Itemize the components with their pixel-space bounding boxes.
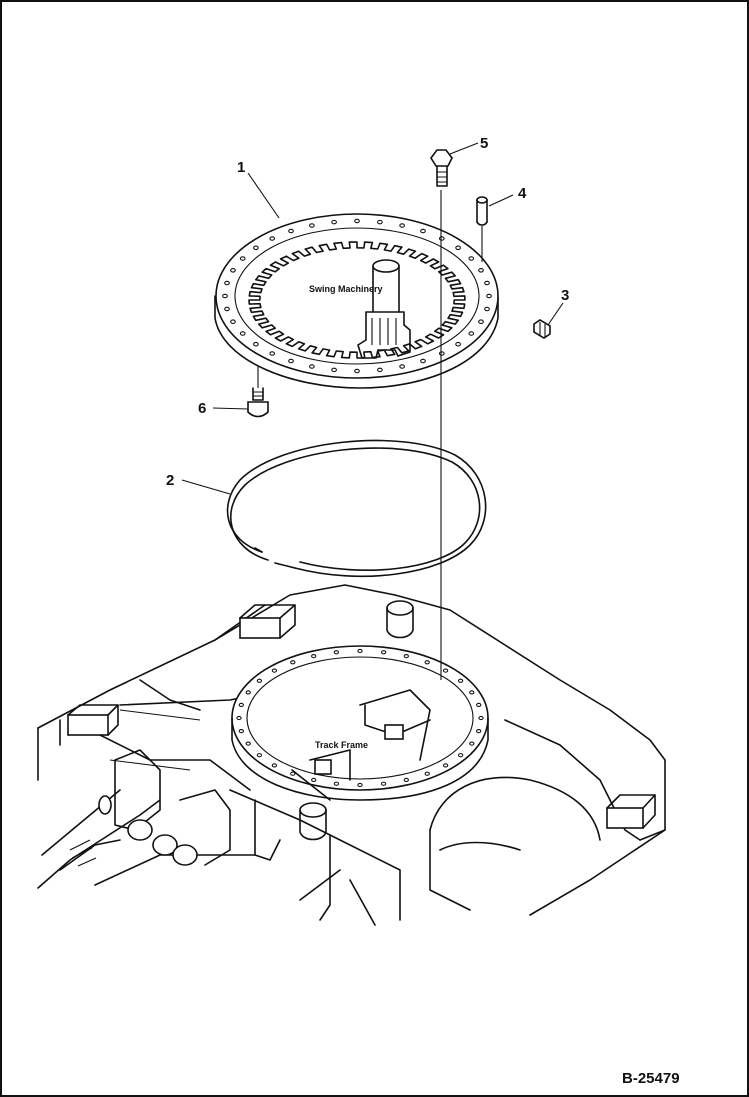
bolt-hole bbox=[484, 280, 490, 286]
leader-3 bbox=[547, 302, 564, 326]
callout-4: 4 bbox=[518, 185, 527, 202]
bolt-hole bbox=[256, 753, 263, 758]
seal-ring bbox=[226, 439, 487, 578]
bolt-hole bbox=[333, 650, 340, 655]
bolt-hole bbox=[354, 218, 360, 224]
bolt-hole bbox=[230, 268, 236, 273]
bolt-hole bbox=[457, 678, 464, 683]
bolt-hole bbox=[290, 660, 296, 665]
bolt-5 bbox=[430, 149, 453, 187]
bolt-hole bbox=[333, 781, 340, 786]
label-track-frame: Track Frame bbox=[315, 740, 368, 750]
swing-machinery-pinion bbox=[357, 259, 411, 359]
bolt-hole bbox=[256, 678, 263, 683]
frame-bolt-holes bbox=[236, 648, 484, 788]
bolt-hole bbox=[230, 319, 236, 324]
grease-fitting-3 bbox=[533, 319, 551, 339]
bolt-hole bbox=[224, 280, 230, 286]
bolt-hole bbox=[245, 741, 251, 746]
bolt-hole bbox=[269, 351, 276, 356]
bolt-hole bbox=[377, 219, 383, 225]
bolt-hole bbox=[239, 331, 246, 336]
bolt-hole bbox=[399, 364, 405, 369]
bolt-hole bbox=[311, 653, 317, 659]
bolt-hole bbox=[399, 223, 405, 228]
bolt-hole bbox=[269, 236, 276, 241]
bolt-hole bbox=[357, 782, 363, 788]
bolt-hole bbox=[311, 777, 317, 783]
bolt-hole bbox=[224, 306, 230, 312]
bolt-hole bbox=[442, 668, 449, 673]
bolt-hole bbox=[469, 741, 475, 746]
bolt-hole bbox=[238, 702, 244, 708]
bolt-hole bbox=[377, 367, 383, 373]
bolt-hole bbox=[238, 728, 244, 734]
bolt-hole bbox=[478, 319, 484, 324]
bolt-hole bbox=[420, 228, 426, 234]
bolt-hole bbox=[354, 368, 360, 374]
bolt-hole bbox=[478, 715, 484, 721]
bolt-hole bbox=[288, 228, 294, 234]
label-swing-machinery: Swing Machinery bbox=[309, 284, 383, 294]
leader-1 bbox=[247, 172, 280, 219]
bolt-6 bbox=[247, 387, 269, 418]
leader-6 bbox=[212, 407, 249, 410]
bolt-hole bbox=[420, 358, 426, 364]
bolt-hole bbox=[236, 715, 242, 721]
swing-circle bbox=[214, 213, 499, 389]
bolt-hole bbox=[253, 245, 259, 251]
leader-2 bbox=[181, 479, 231, 495]
callout-5: 5 bbox=[480, 135, 488, 152]
bolt-hole bbox=[380, 781, 387, 786]
bolt-hole bbox=[331, 367, 337, 373]
bolt-hole bbox=[239, 256, 246, 261]
bolt-hole bbox=[309, 364, 315, 369]
callout-1: 1 bbox=[237, 159, 245, 176]
internal-gear-teeth bbox=[248, 241, 466, 359]
bolt-hole bbox=[486, 293, 492, 299]
leader-5 bbox=[449, 142, 479, 155]
bolt-hole bbox=[288, 358, 294, 364]
bolt-hole bbox=[424, 660, 430, 665]
bolt-hole bbox=[331, 219, 337, 225]
track-frame-assembly bbox=[37, 584, 666, 926]
bolt-hole bbox=[468, 256, 475, 261]
drawing-code: B-25479 bbox=[622, 1070, 680, 1087]
bolt-hole bbox=[357, 648, 363, 654]
leader-4 bbox=[488, 194, 514, 207]
bolt-hole bbox=[438, 351, 445, 356]
bolt-hole bbox=[484, 306, 490, 312]
bolt-hole bbox=[469, 690, 475, 695]
bolt-hole bbox=[309, 223, 315, 228]
bolt-hole bbox=[478, 268, 484, 273]
track-frame-bearing-mount bbox=[231, 645, 489, 801]
bolt-hole bbox=[271, 668, 278, 673]
bolt-hole bbox=[380, 650, 387, 655]
bolt-hole bbox=[468, 331, 475, 336]
bolt-hole bbox=[455, 245, 461, 251]
bolt-hole bbox=[424, 771, 430, 776]
bolt-hole bbox=[403, 653, 409, 659]
gear-tooth-profile bbox=[248, 241, 466, 359]
bolt-hole bbox=[290, 771, 296, 776]
callout-2: 2 bbox=[166, 472, 174, 489]
bolt-hole bbox=[476, 702, 482, 708]
bolt-hole bbox=[271, 763, 278, 768]
bolt-hole bbox=[222, 293, 228, 299]
bolt-hole bbox=[253, 341, 259, 347]
bolt-hole bbox=[438, 236, 445, 241]
bolt-hole bbox=[455, 341, 461, 347]
bolt-hole bbox=[403, 777, 409, 783]
dowel-pin-4 bbox=[476, 196, 488, 226]
bolt-hole bbox=[442, 763, 449, 768]
bolt-hole bbox=[245, 690, 251, 695]
bolt-hole bbox=[457, 753, 464, 758]
swing-circle-bolt-holes bbox=[222, 218, 492, 374]
callout-3: 3 bbox=[561, 287, 569, 304]
bolt-hole bbox=[476, 728, 482, 734]
callout-6: 6 bbox=[198, 400, 206, 417]
